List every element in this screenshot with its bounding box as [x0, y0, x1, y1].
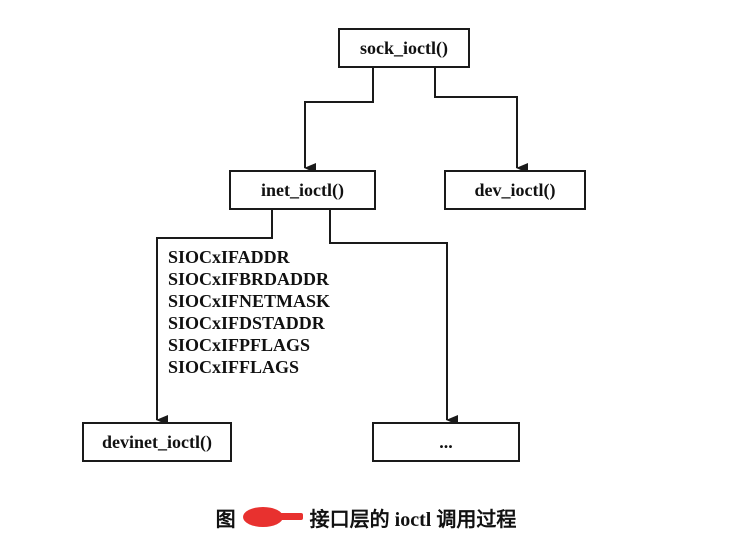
- ioctl-command: SIOCxIFFLAGS: [168, 357, 300, 377]
- ellipsis-node: ...: [372, 422, 520, 462]
- ioctl-command-list: SIOCxIFADDR SIOCxIFBRDADDR SIOCxIFNETMAS…: [168, 246, 330, 378]
- edge-sock-to-dev: [434, 68, 528, 173]
- caption-prefix: 图: [215, 509, 236, 531]
- inet-ioctl-node: inet_ioctl(): [229, 170, 376, 210]
- redacted-figure-number-mark: [242, 507, 303, 527]
- ioctl-command: SIOCxIFPFLAGS: [168, 335, 311, 355]
- figure-caption: 图 接口层的 ioctl 调用过程: [0, 503, 732, 532]
- sock-ioctl-node: sock_ioctl(): [338, 28, 470, 68]
- ioctl-command: SIOCxIFDSTADDR: [168, 313, 325, 333]
- ioctl-command: SIOCxIFBRDADDR: [168, 269, 330, 289]
- dev-ioctl-node: dev_ioctl(): [444, 170, 586, 210]
- edge-inet-to-devinet: [156, 210, 273, 425]
- edge-sock-to-inet: [304, 68, 374, 173]
- edge-inet-to-more: [329, 210, 458, 425]
- caption-text: 接口层的 ioctl 调用过程: [309, 509, 517, 531]
- devinet-ioctl-node: devinet_ioctl(): [82, 422, 232, 462]
- ioctl-command: SIOCxIFADDR: [168, 247, 290, 267]
- ioctl-command: SIOCxIFNETMASK: [168, 291, 331, 311]
